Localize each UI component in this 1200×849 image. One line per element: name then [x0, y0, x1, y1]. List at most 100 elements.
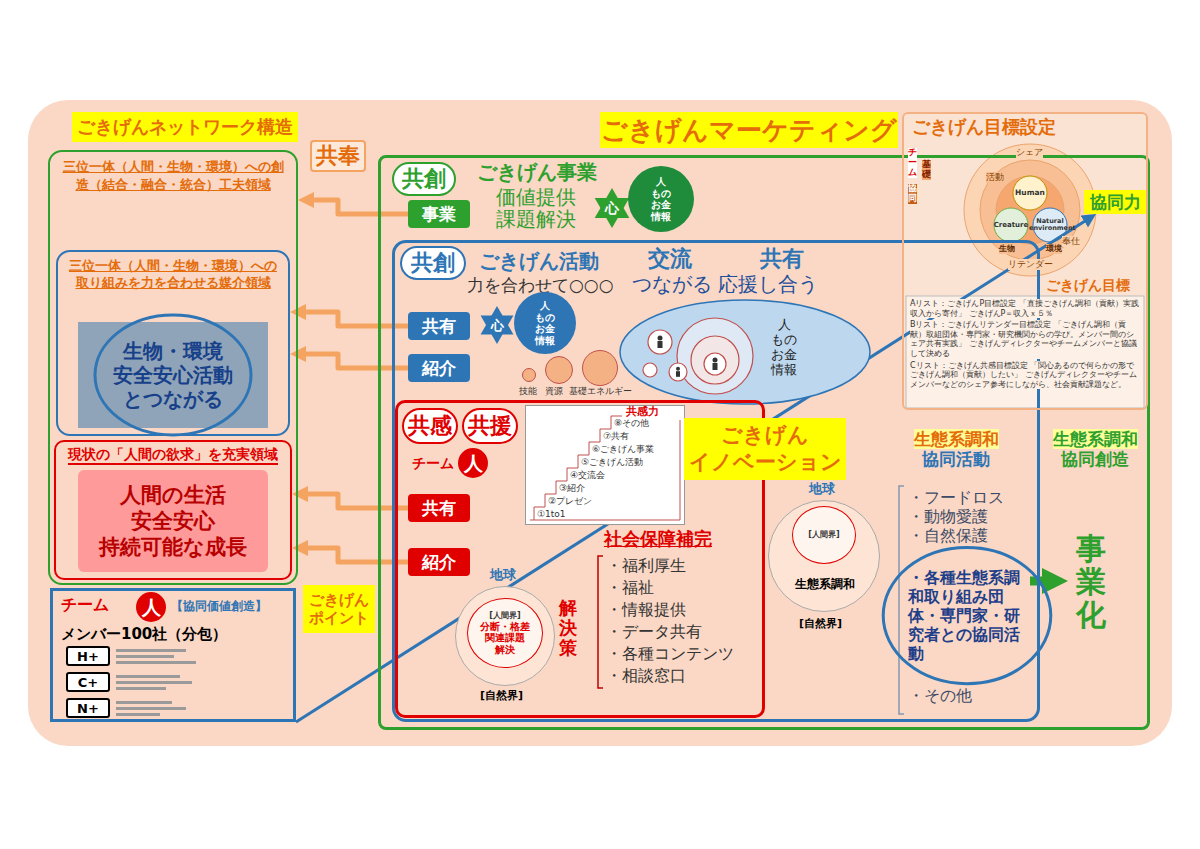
node-text: 心 — [491, 319, 504, 332]
node-text: Cリスト：ごきげん共感目標設定 「関心あるので何らかの形でごきげん調和（貢献）し… — [910, 361, 1140, 390]
annotation-label: チーム — [908, 148, 917, 178]
node-text: 共援 — [468, 415, 512, 437]
node-text: ③紹介 — [559, 483, 585, 493]
background-panel — [28, 100, 1172, 746]
node-text: 人 もの お金 情報 — [646, 176, 676, 222]
staircase-chart: 共感力⑧その他⑦共有⑥ごきげん事業⑤ごきげん活動④交流会③紹介②プレゼン①1to… — [525, 405, 685, 525]
node-text: 共創 — [402, 168, 446, 190]
node-text: チーム — [61, 595, 109, 614]
annotation-label: Natural environment — [1029, 218, 1071, 232]
node-text: ごきげんネットワーク構造 — [77, 116, 293, 138]
node-text: つながる 応援し合う — [632, 272, 818, 296]
node-text: ⑤ごきげん活動 — [581, 457, 643, 467]
person-circle: 人 — [458, 448, 488, 478]
node-text: 現状の「人間の欲求」を充実領域 — [68, 446, 278, 465]
node-text: Bリスト：ごきげんリテンダー目標設定 「ごきげん調和（貢献）取組団体・専門家・研… — [910, 320, 1140, 358]
annotation-label: ごきげん目標 — [1046, 277, 1130, 294]
node-text: 心 — [605, 201, 619, 215]
node-text: 人 — [142, 598, 161, 617]
annotation-label: 協同 — [908, 184, 917, 204]
exchange-ellipse: 交流共有つながる 応援し合う人 もの お金 情報 — [620, 300, 870, 404]
annotation-label: ・福利厚生 — [606, 556, 686, 575]
grade-badge: C+ — [66, 672, 110, 692]
node-text: ごきげん目標設定 — [912, 116, 1056, 138]
node-text: 地球 — [809, 481, 835, 497]
node-text: 価値提供 課題解決 — [493, 186, 579, 230]
node-text: H+ — [77, 650, 99, 663]
goal-list-fill — [906, 296, 1144, 408]
action-button: 共有 — [408, 312, 470, 340]
node-text: ごきげん イノベーション — [687, 422, 843, 477]
node-text: ⑧その他 — [614, 418, 649, 428]
node-text: ごきげん ポイント — [306, 591, 372, 627]
node-text: ・動物愛護 — [908, 507, 1026, 526]
goal-panel: ごきげん目標設定 Aリスト：ごきげんP目標設定 「直接ごきげん調和（貢献）実践収入… — [902, 112, 1148, 410]
team-box: チーム【協同価値創造】メンバー100社（分包）人H+C+N+ — [50, 588, 296, 722]
node-text: [人間界] — [808, 530, 839, 540]
human-world: [人間界] — [792, 506, 856, 564]
node-text: 【協同価値創造】 — [171, 599, 267, 613]
annotation-label: 環境 — [1046, 244, 1062, 254]
node-text: 生態系調和 — [914, 429, 999, 449]
annotation-label: ・情報提供 — [606, 600, 686, 619]
tag-box: 共感 — [402, 408, 458, 444]
annotation-label: Human — [1012, 188, 1048, 197]
connector-arrow — [296, 220, 1087, 722]
region-box: 三位一体（人間・生物・環境）への取り組みを力を合わせる媒介領域生物・環境 安全安… — [56, 250, 290, 436]
annotation-label: 社会保障補完 — [604, 528, 712, 550]
node-text: 資源 — [545, 386, 563, 397]
earth-circle: 地球生態系調和[自然界][人間界] — [768, 500, 880, 612]
node-text: [人間界] — [489, 611, 520, 621]
node-text: 分断・格差 関連課題 解決 — [476, 621, 534, 656]
vertical-label: 事業化 — [1068, 528, 1114, 634]
resource-circle: 人 もの お金 情報 — [514, 292, 576, 354]
node-text: 人 もの お金 情報 — [770, 318, 798, 378]
node-text: 生態系調和 — [1053, 429, 1138, 449]
tag-box: 共奉 — [310, 140, 366, 172]
region-box: 現状の「人間の欲求」を充実領域人間の生活 安全安心 持続可能な成長 — [54, 440, 292, 580]
annotation-label: ・相談窓口 — [606, 666, 686, 685]
callout-label: 協同力 — [1084, 190, 1146, 214]
node-text: 共創 — [411, 252, 455, 274]
node-text: 人間の生活 安全安心 持続可能な成長 — [83, 482, 263, 561]
node-text: ④交流会 — [570, 470, 605, 480]
node-text: Aリスト：ごきげんP目標設定 「直接ごきげん調和（貢献）実践収入から寄付」 ごき… — [910, 299, 1140, 318]
node-text: ②プレゼン — [548, 496, 592, 506]
annotation-label: 解決策 — [559, 598, 577, 657]
action-button: 紹介 — [408, 354, 470, 382]
node-text: 人 — [464, 454, 483, 473]
node-text: [自然界] — [480, 689, 523, 702]
connector-arrow — [311, 200, 408, 214]
node-text: ごきげんマーケティング — [601, 117, 897, 143]
node-text: ・フードロス — [908, 488, 1026, 507]
callout-label: ごきげん イノベーション — [684, 418, 846, 480]
resource-dot: 技能 — [522, 368, 536, 382]
heart-star: 心 — [592, 188, 632, 228]
node-text: ・自然保護 — [908, 526, 1026, 545]
node-text: C+ — [78, 676, 98, 689]
list-bracket — [598, 556, 603, 688]
node-text: 協同活動 — [922, 449, 990, 469]
action-button: 紹介 — [408, 548, 470, 576]
section-title: ごきげんネットワーク構造 — [72, 112, 298, 142]
resource-dot: 資源 — [545, 356, 573, 384]
action-button: 共有 — [408, 494, 470, 522]
node-text: 共有 — [760, 246, 804, 272]
node-text: ⑦共有 — [603, 431, 629, 441]
node-text: 事業化 — [1076, 532, 1106, 631]
highlight-box: 生物・環境 安全安心活動 とつながる — [78, 322, 268, 428]
node-text: ⑥ごきげん事業 — [592, 444, 654, 454]
annotation-label: 生物 — [999, 244, 1015, 254]
node-text: 交流 — [648, 246, 692, 272]
node-text: 共感 — [408, 415, 452, 437]
person-circle: 人 — [136, 592, 166, 622]
annotation-label: 活動 — [986, 172, 1004, 183]
node-text: ①1to1 — [537, 509, 566, 519]
node-outline — [620, 300, 870, 404]
annotation-label: 基礎 — [922, 160, 931, 180]
node-text: 人 もの お金 情報 — [530, 300, 560, 346]
resource-circle: 人 もの お金 情報 — [628, 166, 694, 232]
grade-badge: H+ — [66, 646, 110, 666]
node-text: 技能 — [519, 386, 537, 397]
node-text: 協同力 — [1090, 194, 1141, 211]
